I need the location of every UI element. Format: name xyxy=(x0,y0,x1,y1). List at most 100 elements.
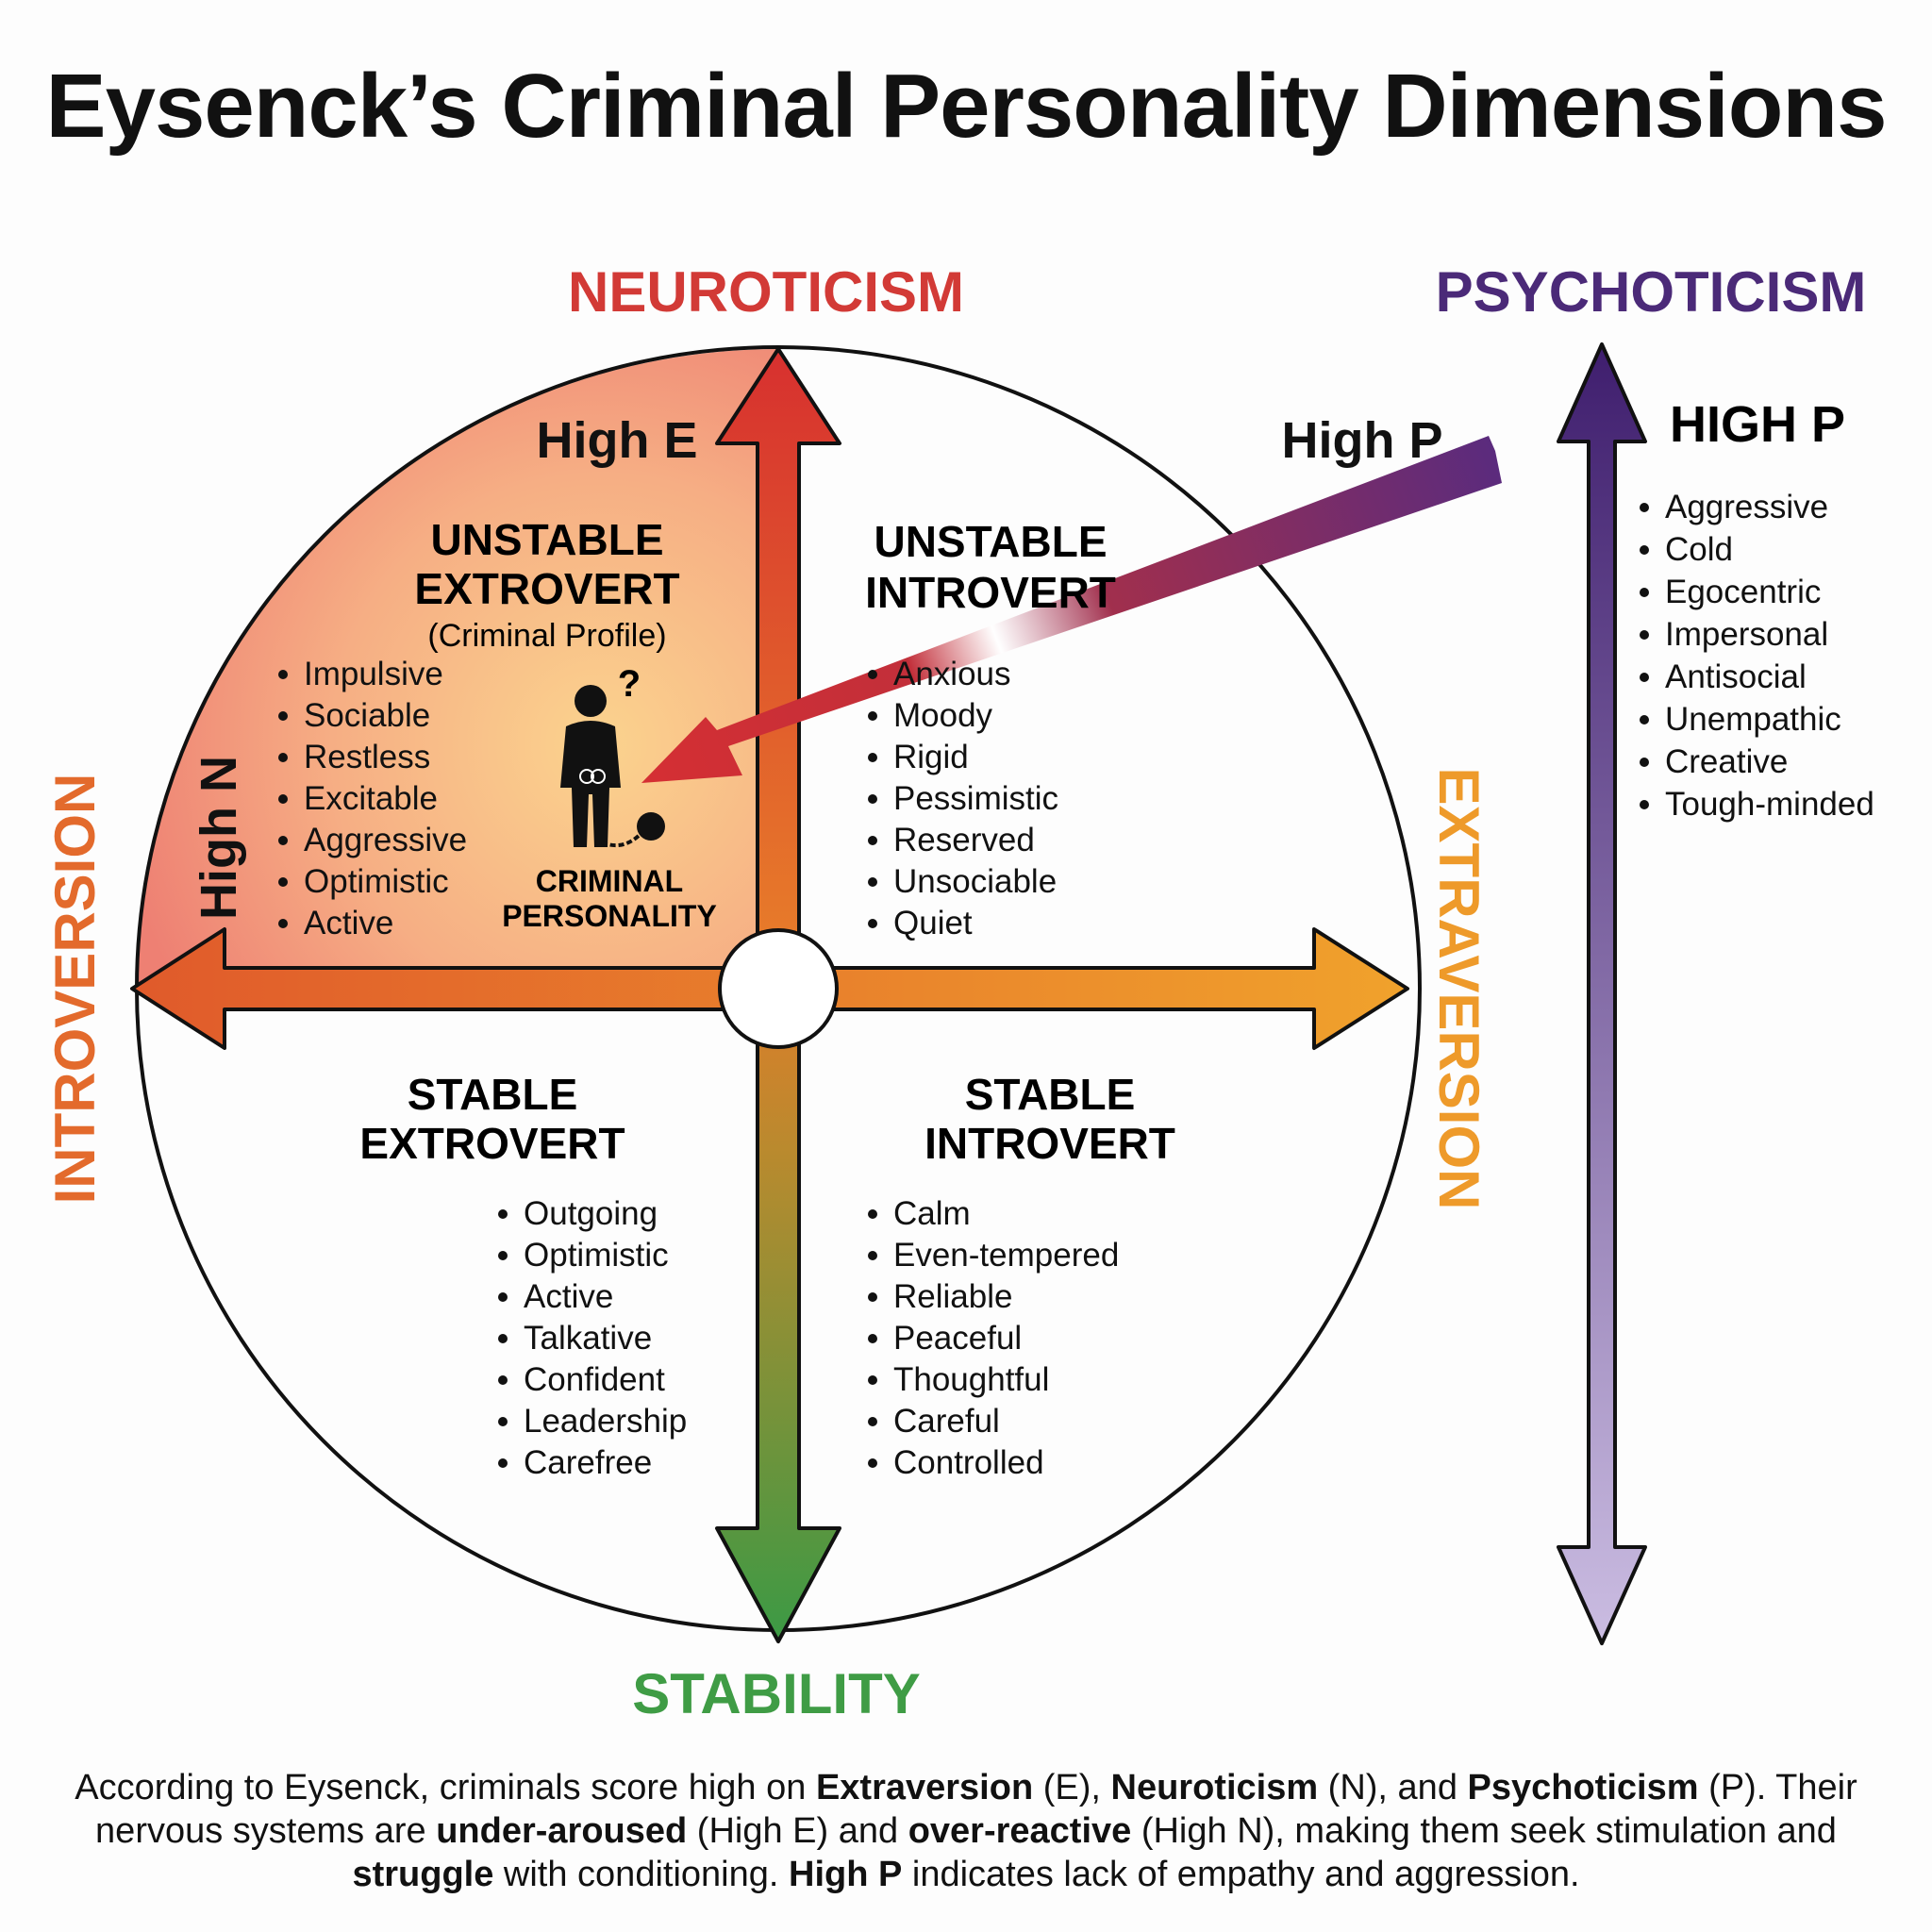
trait-item: Restless xyxy=(304,739,430,775)
extraversion-axis-label: EXTRAVERSION xyxy=(1427,768,1491,1210)
bullet-icon xyxy=(868,1417,877,1426)
bullet-icon xyxy=(498,1292,508,1302)
trait-item: Reliable xyxy=(893,1278,1012,1315)
footer-text: (P). Their nervous systems are xyxy=(95,1768,1857,1851)
quadrant-stable-extrovert: STABLE EXTROVERT OutgoingOptimisticActiv… xyxy=(359,1070,687,1481)
bullet-icon xyxy=(1640,673,1649,682)
bullet-icon xyxy=(1640,588,1649,597)
trait-item: Thoughtful xyxy=(893,1361,1049,1398)
bullet-icon xyxy=(868,1334,877,1343)
trait-item: Calm xyxy=(893,1195,971,1232)
neuroticism-axis-label: NEUROTICISM xyxy=(568,260,964,324)
footer-emphasis: Extraversion xyxy=(815,1768,1034,1807)
trait-item: Impersonal xyxy=(1665,616,1828,653)
trait-list: CalmEven-temperedReliablePeacefulThought… xyxy=(868,1195,1119,1481)
trait-item: Impulsive xyxy=(304,656,443,692)
high-p-panel-title: HIGH P xyxy=(1670,396,1845,453)
trait-item: Even-tempered xyxy=(893,1237,1119,1274)
high-p-label: High P xyxy=(1282,412,1443,469)
bullet-icon xyxy=(868,711,877,721)
quadrant-title: EXTROVERT xyxy=(414,564,679,613)
trait-item: Moody xyxy=(893,697,993,734)
trait-item: Peaceful xyxy=(893,1320,1022,1357)
page-title: Eysenck’s Criminal Personality Dimension… xyxy=(45,56,1888,157)
quadrant-unstable-extrovert: UNSTABLE EXTROVERT (Criminal Profile) Im… xyxy=(278,515,717,941)
trait-item: Controlled xyxy=(893,1444,1044,1481)
quadrant-title: EXTROVERT xyxy=(359,1119,625,1168)
bullet-icon xyxy=(1640,545,1649,555)
bullet-icon xyxy=(278,711,288,721)
footer-text: (N), and xyxy=(1318,1768,1468,1807)
explanation-footer: According to Eysenck, criminals score hi… xyxy=(57,1766,1875,1896)
quadrant-unstable-introvert: UNSTABLE INTROVERT AnxiousMoodyRigidPess… xyxy=(865,517,1116,941)
trait-item: Optimistic xyxy=(524,1237,669,1274)
high-p-panel: HIGH P AggressiveColdEgocentricImpersona… xyxy=(1640,396,1874,823)
trait-item: Cold xyxy=(1665,531,1733,568)
icon-caption: PERSONALITY xyxy=(502,899,717,933)
bullet-icon xyxy=(868,1292,877,1302)
psychoticism-arrow xyxy=(1557,342,1647,1645)
trait-item: Active xyxy=(524,1278,613,1315)
trait-item: Unsociable xyxy=(893,863,1057,900)
trait-list: AggressiveColdEgocentricImpersonalAntiso… xyxy=(1640,489,1874,823)
quadrant-title: UNSTABLE xyxy=(874,517,1107,566)
trait-item: Egocentric xyxy=(1665,574,1821,610)
trait-item: Tough-minded xyxy=(1665,786,1874,823)
trait-item: Pessimistic xyxy=(893,780,1058,817)
bullet-icon xyxy=(278,836,288,845)
bullet-icon xyxy=(1640,758,1649,767)
bullet-icon xyxy=(868,670,877,679)
footer-text: (E), xyxy=(1033,1768,1111,1807)
trait-item: Aggressive xyxy=(1665,489,1828,525)
bullet-icon xyxy=(278,919,288,928)
trait-item: Leadership xyxy=(524,1403,687,1440)
bullet-icon xyxy=(498,1417,508,1426)
quadrant-title: STABLE xyxy=(965,1070,1136,1119)
trait-item: Confident xyxy=(524,1361,665,1398)
bullet-icon xyxy=(1640,800,1649,809)
bullet-icon xyxy=(278,753,288,762)
criminal-figure-icon xyxy=(560,685,621,847)
bullet-icon xyxy=(868,877,877,887)
trait-item: Optimistic xyxy=(304,863,449,900)
bullet-icon xyxy=(868,794,877,804)
bullet-icon xyxy=(498,1375,508,1385)
high-n-label: High N xyxy=(191,756,247,920)
trait-item: Rigid xyxy=(893,739,969,775)
footer-text: indicates lack of empathy and aggression… xyxy=(902,1855,1580,1894)
trait-item: Unempathic xyxy=(1665,701,1841,738)
introversion-axis-label: INTROVERSION xyxy=(43,774,107,1205)
trait-item: Aggressive xyxy=(304,822,467,858)
quadrant-title: INTROVERT xyxy=(924,1119,1175,1168)
stability-axis-label: STABILITY xyxy=(632,1662,921,1725)
bullet-icon xyxy=(1640,715,1649,724)
high-e-label: High E xyxy=(537,412,698,469)
footer-text: (High E) and xyxy=(687,1811,908,1851)
footer-text: According to Eysenck, criminals score hi… xyxy=(75,1768,816,1807)
quadrant-subtitle: (Criminal Profile) xyxy=(427,618,666,654)
bullet-icon xyxy=(278,670,288,679)
trait-item: Active xyxy=(304,905,393,941)
bullet-icon xyxy=(278,877,288,887)
quadrant-title: STABLE xyxy=(408,1070,578,1119)
ball-and-chain-icon xyxy=(601,812,665,848)
bullet-icon xyxy=(868,1209,877,1219)
trait-item: Talkative xyxy=(524,1320,652,1357)
trait-list: AnxiousMoodyRigidPessimisticReservedUnso… xyxy=(868,656,1058,941)
bullet-icon xyxy=(868,836,877,845)
trait-item: Carefree xyxy=(524,1444,652,1481)
trait-item: Careful xyxy=(893,1403,1000,1440)
trait-item: Reserved xyxy=(893,822,1035,858)
high-p-pointer-arrow xyxy=(641,436,1502,783)
question-mark-icon: ? xyxy=(618,663,641,705)
bullet-icon xyxy=(498,1209,508,1219)
trait-list: OutgoingOptimisticActiveTalkativeConfide… xyxy=(498,1195,687,1481)
icon-caption: CRIMINAL xyxy=(536,864,683,898)
footer-emphasis: under-aroused xyxy=(436,1811,688,1851)
footer-emphasis: Psychoticism xyxy=(1467,1768,1699,1807)
bullet-icon xyxy=(868,753,877,762)
bullet-icon xyxy=(498,1251,508,1260)
bullet-icon xyxy=(278,794,288,804)
trait-item: Outgoing xyxy=(524,1195,658,1232)
